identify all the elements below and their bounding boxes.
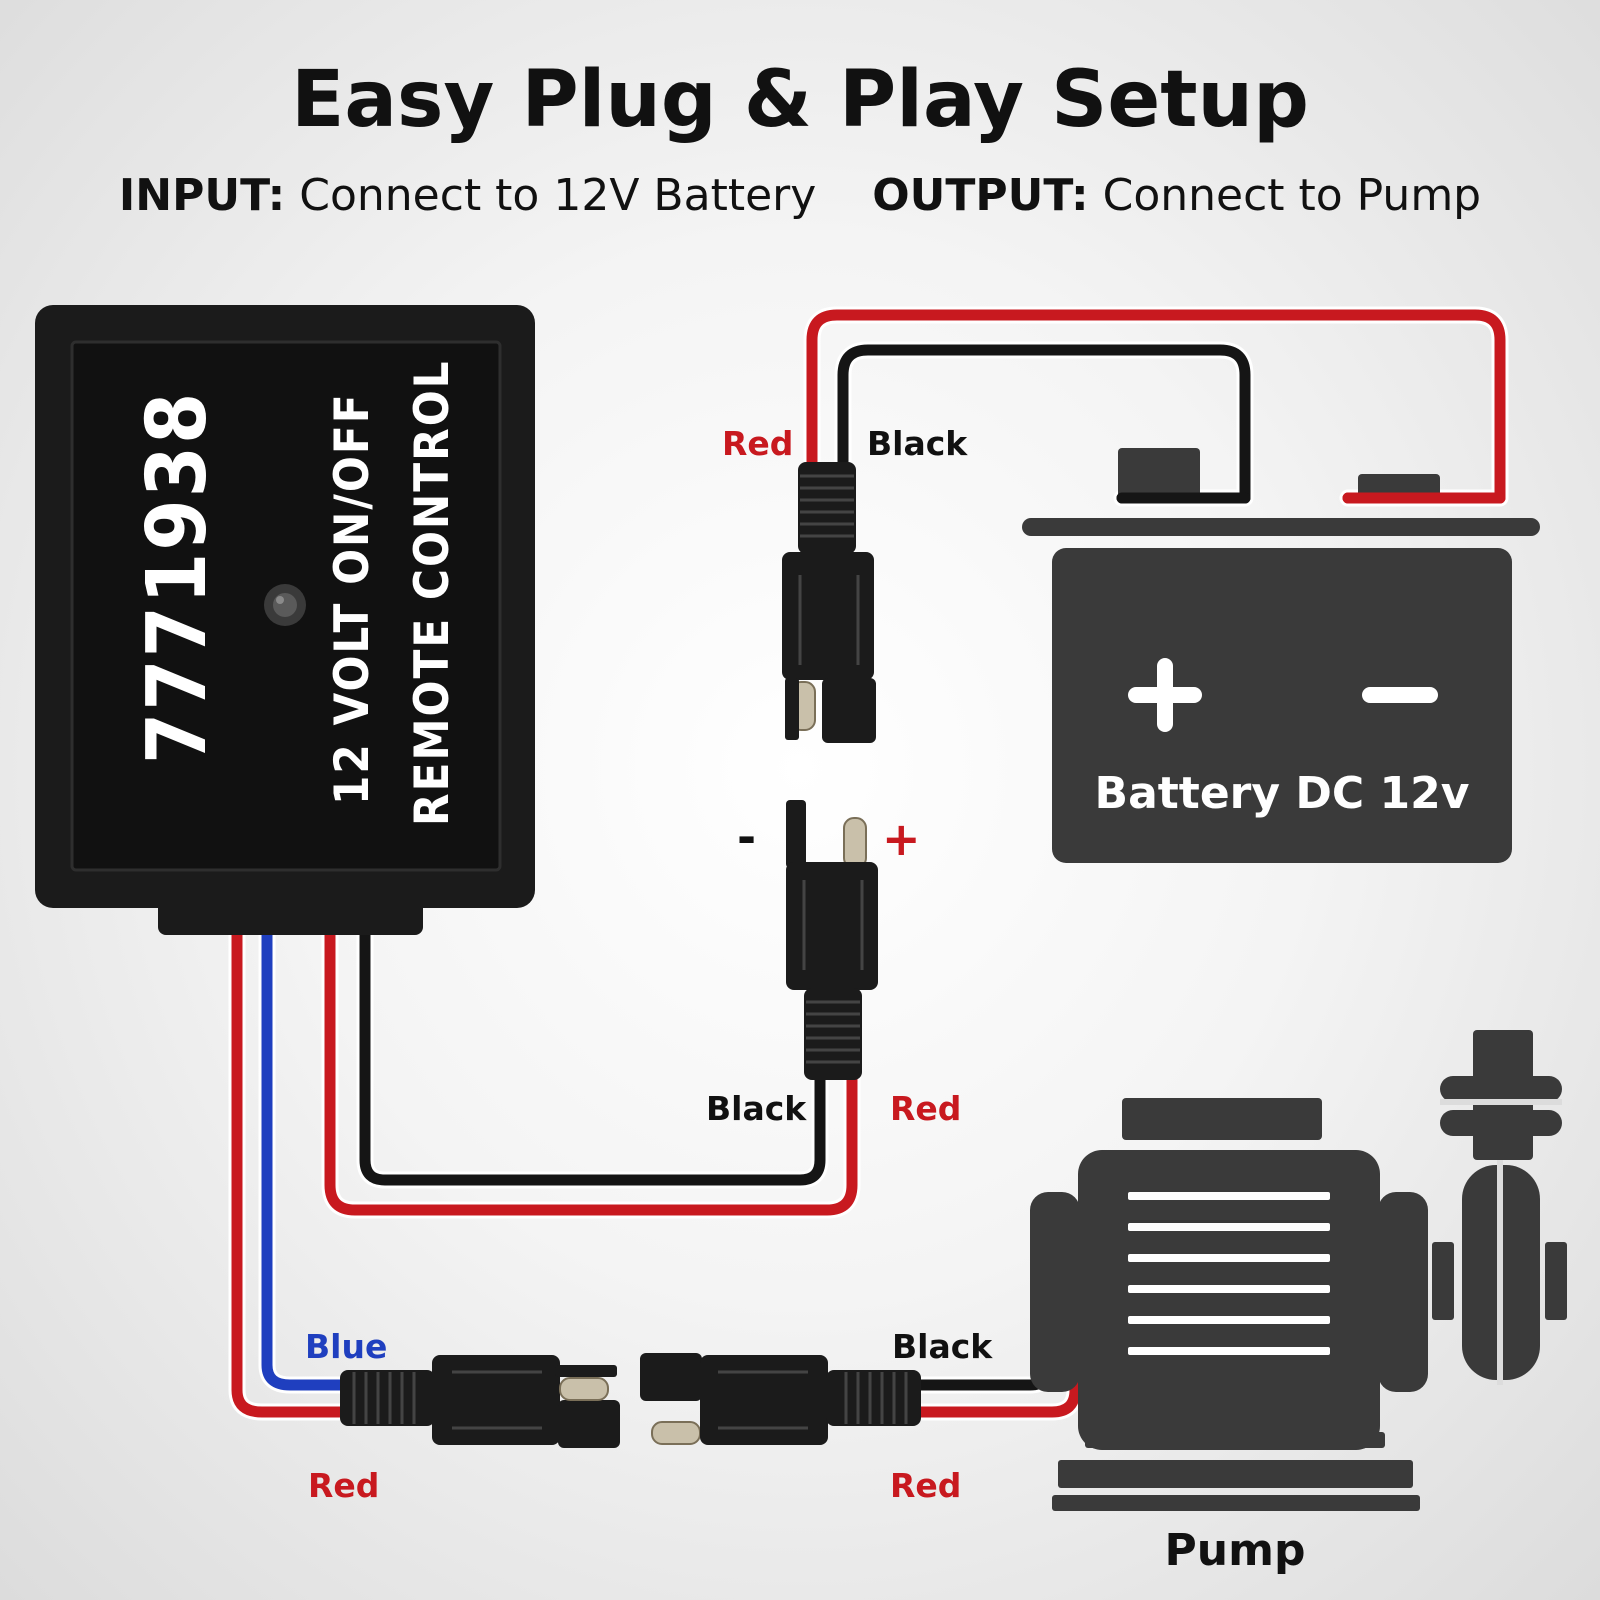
output-text: Connect to Pump <box>1102 170 1482 221</box>
device-line1: 12 VOLT ON/OFF <box>325 392 380 805</box>
page-title: Easy Plug & Play Setup <box>291 55 1309 145</box>
device-model-number: 7771938 <box>130 391 225 764</box>
battery-label: Battery DC 12v <box>1095 768 1470 819</box>
pump-black-label: Black <box>892 1327 993 1366</box>
input-red-wire <box>321 921 861 1219</box>
pump-red-label: Red <box>890 1466 961 1505</box>
polarity-minus-label: - <box>737 810 756 864</box>
battery-icon: Battery DC 12v <box>1022 448 1540 863</box>
polarity-plus-label: + <box>882 812 921 866</box>
input-label: INPUT: <box>118 170 286 221</box>
output-label: OUTPUT: <box>872 170 1089 221</box>
remote-control-device: 7771938 12 VOLT ON/OFF REMOTE CONTROL <box>35 305 535 935</box>
input-red-label: Red <box>890 1089 961 1128</box>
pump-label: Pump <box>1165 1525 1306 1576</box>
output-sae-connector-icon <box>340 1355 620 1448</box>
battery-red-label: Red <box>722 424 793 463</box>
device-line2: REMOTE CONTROL <box>405 359 460 826</box>
pump-icon <box>1030 1030 1567 1511</box>
output-blue-label: Blue <box>305 1327 387 1366</box>
battery-black-label: Black <box>867 424 968 463</box>
input-black-wire <box>356 921 829 1189</box>
input-text: Connect to 12V Battery <box>299 170 817 221</box>
output-red-label: Red <box>308 1466 379 1505</box>
battery-plus-icon <box>1128 658 1202 732</box>
battery-minus-icon <box>1362 687 1438 703</box>
led-indicator-icon <box>264 584 306 626</box>
pump-sae-connector-icon <box>640 1353 921 1445</box>
subtitle: INPUT: Connect to 12V Battery OUTPUT: Co… <box>0 170 1600 221</box>
wires <box>228 306 1509 1421</box>
battery-sae-connector-icon <box>782 462 876 743</box>
input-black-label: Black <box>706 1089 807 1128</box>
input-sae-connector-icon <box>786 800 878 1080</box>
